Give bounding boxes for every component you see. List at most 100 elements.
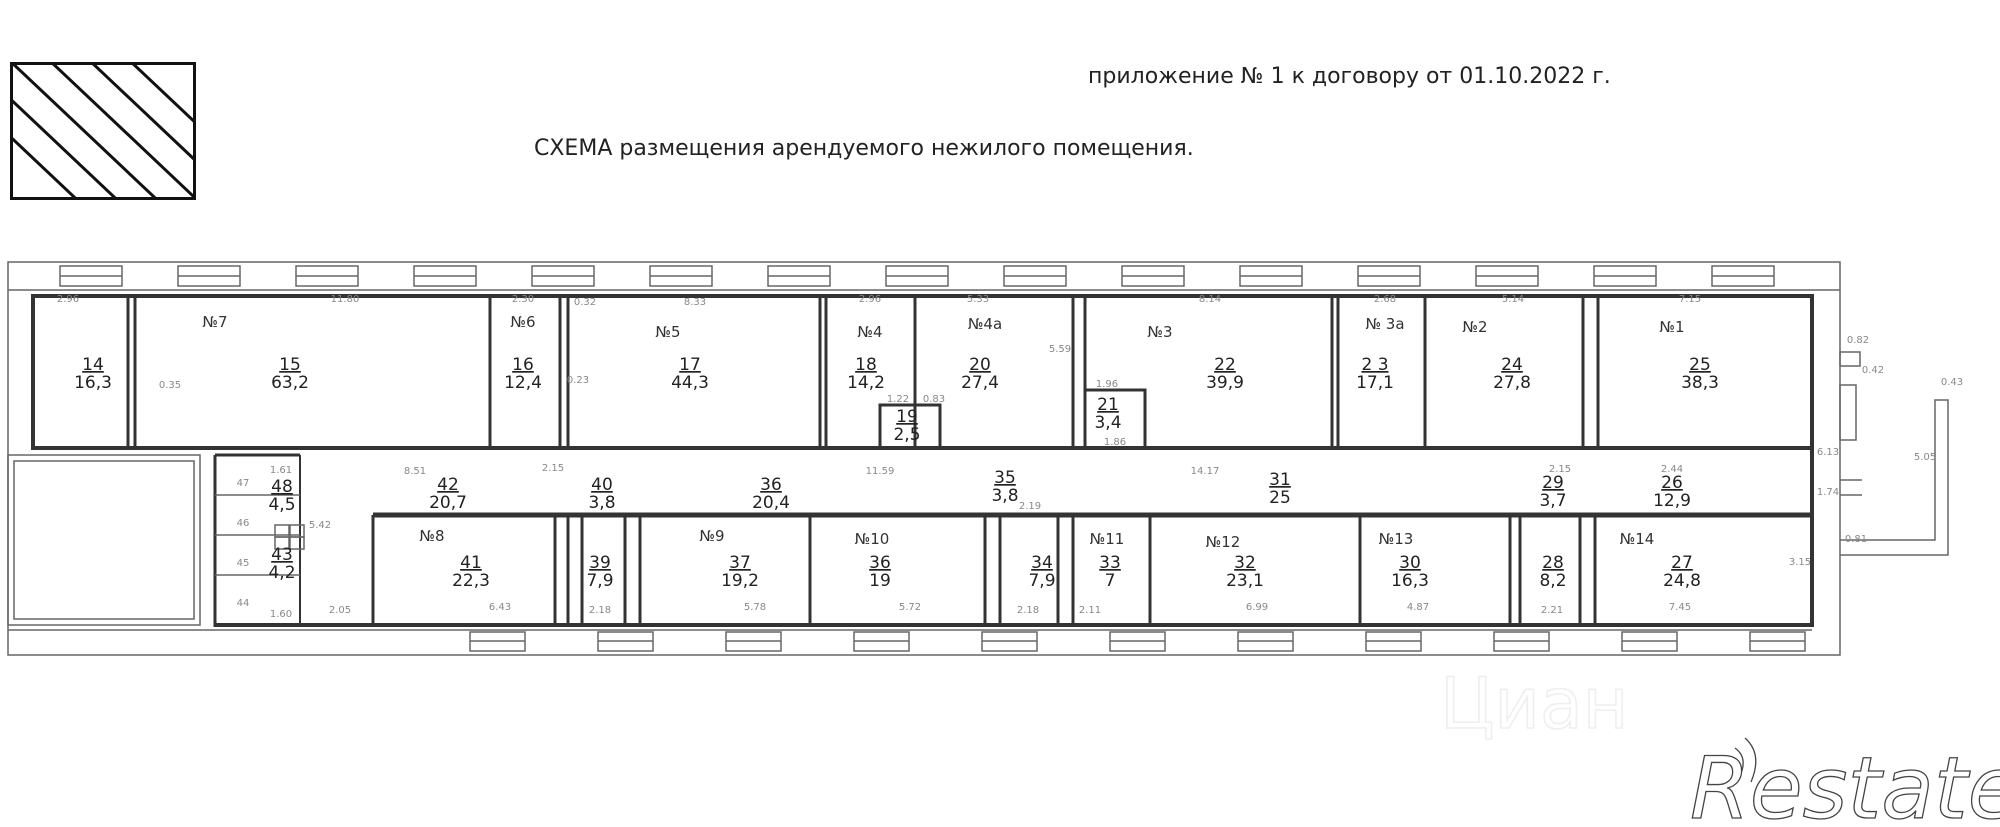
room-area: 14,2 xyxy=(847,373,885,393)
small-room-number: 46 xyxy=(237,518,250,529)
unit-label: №10 xyxy=(855,530,890,548)
room-33-label: 337 xyxy=(1099,553,1121,591)
restate-logo: Restate xyxy=(1689,737,2000,827)
room-area: 7,9 xyxy=(586,571,613,591)
room-area: 2,5 xyxy=(893,425,920,445)
dimension-label: 0.42 xyxy=(1862,365,1884,376)
room-21-label: 213,4 xyxy=(1094,395,1121,433)
dimension-label: 2.11 xyxy=(1079,605,1101,616)
room-number: 48 xyxy=(271,477,293,497)
dimension-label: 1.96 xyxy=(1096,379,1118,390)
east-annex xyxy=(1839,351,1949,556)
room-area: 3,8 xyxy=(991,486,1018,506)
unit-label: №11 xyxy=(1090,530,1125,548)
dimension-label: 2.30 xyxy=(512,294,534,305)
room-number: 24 xyxy=(1501,355,1523,375)
room-number: 27 xyxy=(1671,553,1693,573)
room-number: 43 xyxy=(271,545,293,565)
dimension-label: 2.68 xyxy=(1374,294,1396,305)
room-number: 37 xyxy=(729,553,751,573)
dimension-label: 0.32 xyxy=(574,297,596,308)
room-number: 17 xyxy=(679,355,701,375)
room-23-label: 2 317,1 xyxy=(1356,355,1394,393)
dimension-label: 2.18 xyxy=(1017,605,1039,616)
room-number: 15 xyxy=(279,355,301,375)
room-number: 16 xyxy=(512,355,534,375)
room-area: 27,8 xyxy=(1493,373,1531,393)
dimension-label: 6.13 xyxy=(1817,447,1839,458)
room-number: 34 xyxy=(1031,553,1053,573)
room-area: 19,2 xyxy=(721,571,759,591)
dimension-label: 7.15 xyxy=(1679,294,1701,305)
unit-label: №12 xyxy=(1206,533,1241,551)
room-number: 14 xyxy=(82,355,104,375)
room-number: 31 xyxy=(1269,470,1291,490)
dimension-label: 8.33 xyxy=(684,297,706,308)
room-number: 22 xyxy=(1214,355,1236,375)
room-area: 23,1 xyxy=(1226,571,1264,591)
room-area: 38,3 xyxy=(1681,373,1719,393)
dimension-label: 0.35 xyxy=(159,380,181,391)
room-34-label: 347,9 xyxy=(1028,553,1055,591)
dimension-label: 1.22 xyxy=(887,394,909,405)
hatch-legend-swatch xyxy=(10,62,196,200)
small-room-number: 47 xyxy=(237,478,250,489)
room-area: 20,7 xyxy=(429,493,467,513)
room-number: 19 xyxy=(896,407,918,427)
logo-text: Restate xyxy=(1690,739,2000,827)
room-area: 12,9 xyxy=(1653,491,1691,511)
room-area: 22,3 xyxy=(452,571,490,591)
room-area: 4,2 xyxy=(268,563,295,583)
windows xyxy=(59,265,1806,652)
room-number: 21 xyxy=(1097,395,1119,415)
room-area: 3,8 xyxy=(588,493,615,513)
room-area: 19 xyxy=(869,571,891,591)
building-outline xyxy=(7,261,1841,656)
dimension-label: 5.72 xyxy=(899,602,921,613)
dimension-label: 2.18 xyxy=(589,605,611,616)
room-area: 20,4 xyxy=(752,493,790,513)
unit-label: №4а xyxy=(968,315,1002,333)
room-48-label: 484,5 xyxy=(268,477,295,515)
room-area: 8,2 xyxy=(1539,571,1566,591)
watermark: Циан xyxy=(1439,662,1629,746)
dimension-label: 2.05 xyxy=(329,605,351,616)
dimension-label: 5.05 xyxy=(1914,452,1936,463)
room-19-outline xyxy=(878,403,942,450)
room-number: 42 xyxy=(437,475,459,495)
dimension-label: 7.45 xyxy=(1669,602,1691,613)
dimension-label: 11.80 xyxy=(331,294,360,305)
dimension-label: 6.99 xyxy=(1246,602,1268,613)
annex-reference: приложение № 1 к договору от 01.10.2022 … xyxy=(1088,64,1611,89)
dimension-label: 5.14 xyxy=(1502,294,1524,305)
room-area: 25 xyxy=(1269,488,1291,508)
unit-label: №8 xyxy=(419,527,444,545)
room-number: 32 xyxy=(1234,553,1256,573)
room-number: 30 xyxy=(1399,553,1421,573)
dimension-label: 2.15 xyxy=(1549,464,1571,475)
room-area: 39,9 xyxy=(1206,373,1244,393)
dimension-label: 2.96 xyxy=(859,294,881,305)
dimension-label: 8.14 xyxy=(1199,294,1221,305)
dimension-label: 5.42 xyxy=(309,520,331,531)
dimension-label: 1.60 xyxy=(270,609,292,620)
room-area: 16,3 xyxy=(1391,571,1429,591)
dimension-label: 2.21 xyxy=(1541,605,1563,616)
room-43-label: 434,2 xyxy=(268,545,295,583)
dimension-label: 2.44 xyxy=(1661,464,1683,475)
room-area: 12,4 xyxy=(504,373,542,393)
room-area: 24,8 xyxy=(1663,571,1701,591)
dimension-label: 4.87 xyxy=(1407,602,1429,613)
unit-label: №6 xyxy=(510,313,535,331)
unit-label: №1 xyxy=(1659,318,1684,336)
room-21-outline xyxy=(1083,388,1147,450)
